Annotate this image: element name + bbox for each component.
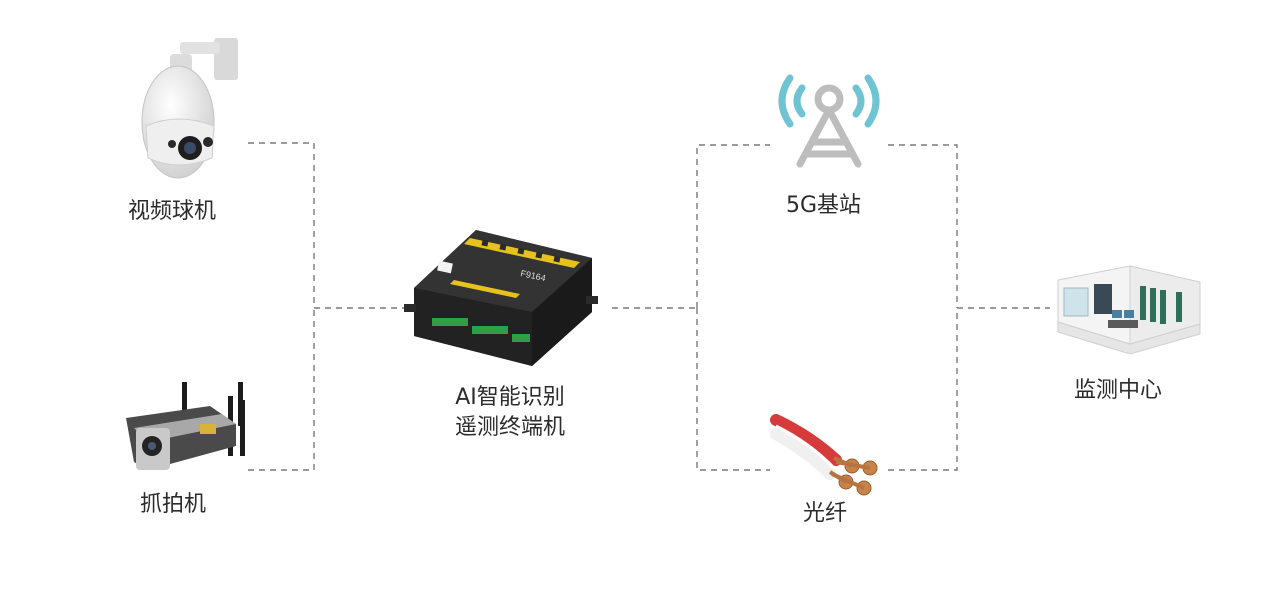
dome-camera-label: 视频球机	[128, 199, 217, 224]
connector-fiber-out	[888, 308, 958, 471]
connector-base-station-out	[888, 144, 958, 308]
monitor-center-label: 监测中心	[1074, 378, 1163, 403]
capture-camera-label: 抓拍机	[140, 492, 207, 517]
connector-dome-camera	[248, 142, 315, 308]
connector-capture-camera	[248, 308, 315, 471]
fiber-label: 光纤	[803, 501, 848, 526]
base-station-label: 5G基站	[786, 193, 862, 218]
terminal-label-line1: AI智能识别	[455, 385, 565, 410]
terminal-label-line2: 遥测终端机	[454, 415, 565, 440]
connector-to-fiber	[696, 308, 770, 471]
connector-to-base-station	[696, 144, 770, 308]
